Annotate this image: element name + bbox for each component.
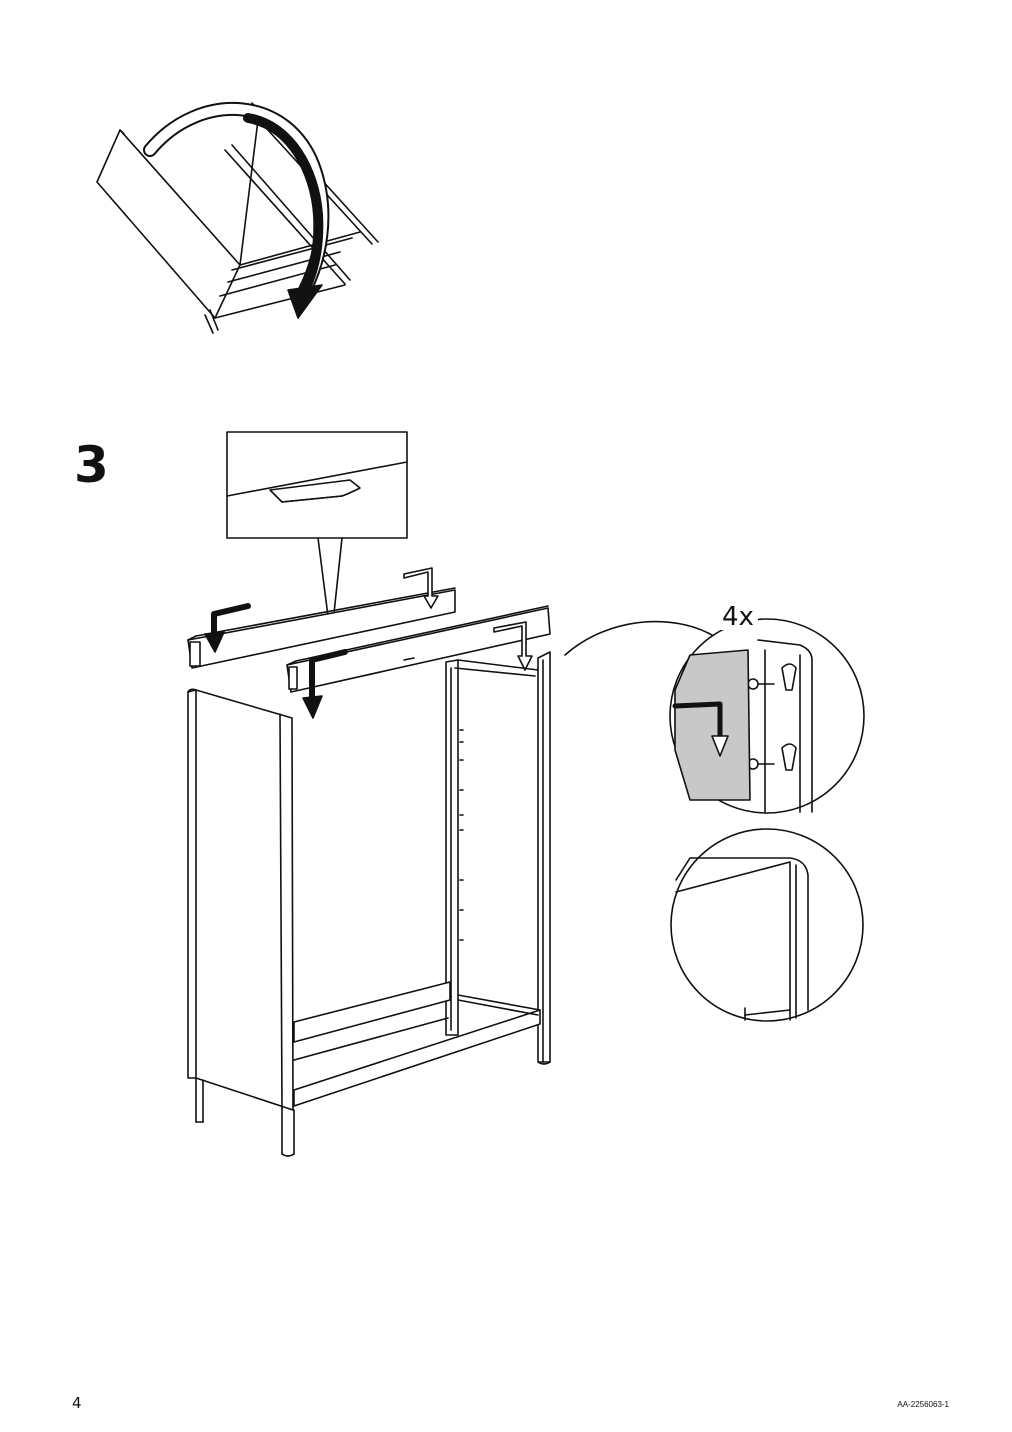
insert-outline-arrow-icon (403, 567, 533, 671)
back-rail (187, 587, 456, 669)
flip-frame-illustration (96, 102, 379, 334)
page-number: 4 (72, 1394, 82, 1412)
step-number: 3 (74, 436, 109, 494)
hook-detail-zoom (564, 618, 865, 814)
cabinet-frame (187, 651, 551, 1157)
flip-arrow-icon (143, 101, 330, 319)
rail-detail-callout (226, 431, 408, 633)
document-code: AA-2256063-1 (897, 1400, 949, 1409)
insert-arrow-icon (204, 603, 348, 719)
corner-detail-zoom (670, 828, 864, 1022)
quantity-label: 4x (718, 604, 758, 630)
